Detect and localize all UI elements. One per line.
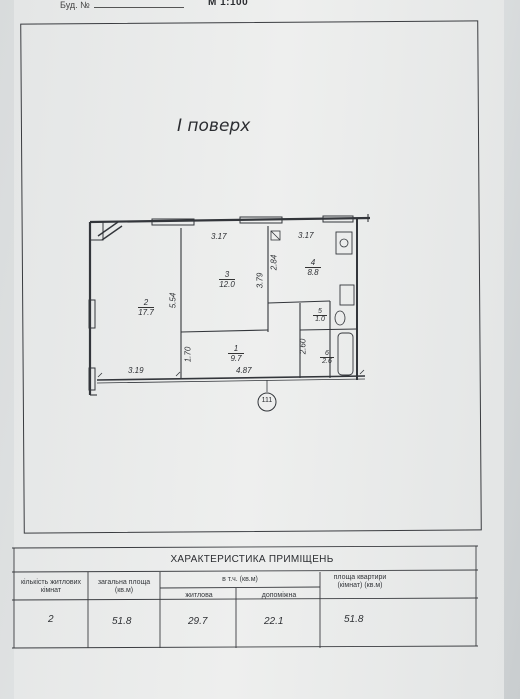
room-number: 2 — [138, 298, 154, 308]
room-area: 9.7 — [230, 354, 242, 363]
room-area: 2.6 — [322, 358, 332, 365]
room-4-label: 4 8.8 — [305, 258, 321, 277]
header-apartment-area: площа квартири (кімнат) (кв.м) — [333, 574, 387, 589]
building-number-label: Буд. № — [60, 0, 184, 10]
value-total-area: 51.8 — [112, 616, 132, 627]
dimension-top-right: 3.17 — [298, 231, 314, 240]
value-rooms-count: 2 — [48, 614, 54, 625]
room-number: 5 — [313, 308, 327, 316]
axis-marker-label: 111 — [261, 397, 273, 404]
table-title: ХАРАКТЕРИСТИКА ПРИМІЩЕНЬ — [170, 554, 334, 565]
room-2-label: 2 17.7 — [138, 298, 154, 317]
value-living: 29.7 — [188, 616, 208, 627]
value-auxiliary: 22.1 — [264, 616, 284, 627]
room-area: 8.8 — [307, 268, 319, 277]
header-auxiliary: допоміжна — [261, 592, 297, 599]
dimension-bottom-left: 3.19 — [128, 366, 144, 375]
value-apartment-area: 51.8 — [344, 614, 364, 625]
header-including: в т.ч. (кв.м) — [222, 576, 258, 583]
header-total-area: загальна площа (кв.м) — [97, 579, 151, 594]
room-number: 3 — [219, 270, 235, 280]
room-area: 17.7 — [138, 308, 154, 317]
room-5-label: 5 1.0 — [313, 308, 327, 323]
header-living: житлова — [185, 592, 213, 599]
room-area: 12.0 — [219, 280, 235, 289]
room-area: 1.0 — [315, 316, 325, 323]
floor-title: I поверх — [177, 116, 251, 136]
room-6-label: 6 2.6 — [320, 350, 334, 365]
document-sheet — [14, 0, 504, 699]
room-number: 1 — [228, 344, 244, 354]
header-rooms-count: кількість житлових кімнат — [20, 579, 82, 594]
room-1-label: 1 9.7 — [228, 344, 244, 363]
room-number: 6 — [320, 350, 334, 358]
dimension-bottom-mid: 4.87 — [236, 366, 252, 375]
room-3-label: 3 12.0 — [219, 270, 235, 289]
dimension-top-left: 3.17 — [211, 232, 227, 241]
room-number: 4 — [305, 258, 321, 268]
scale-label: М 1:100 — [208, 0, 249, 8]
